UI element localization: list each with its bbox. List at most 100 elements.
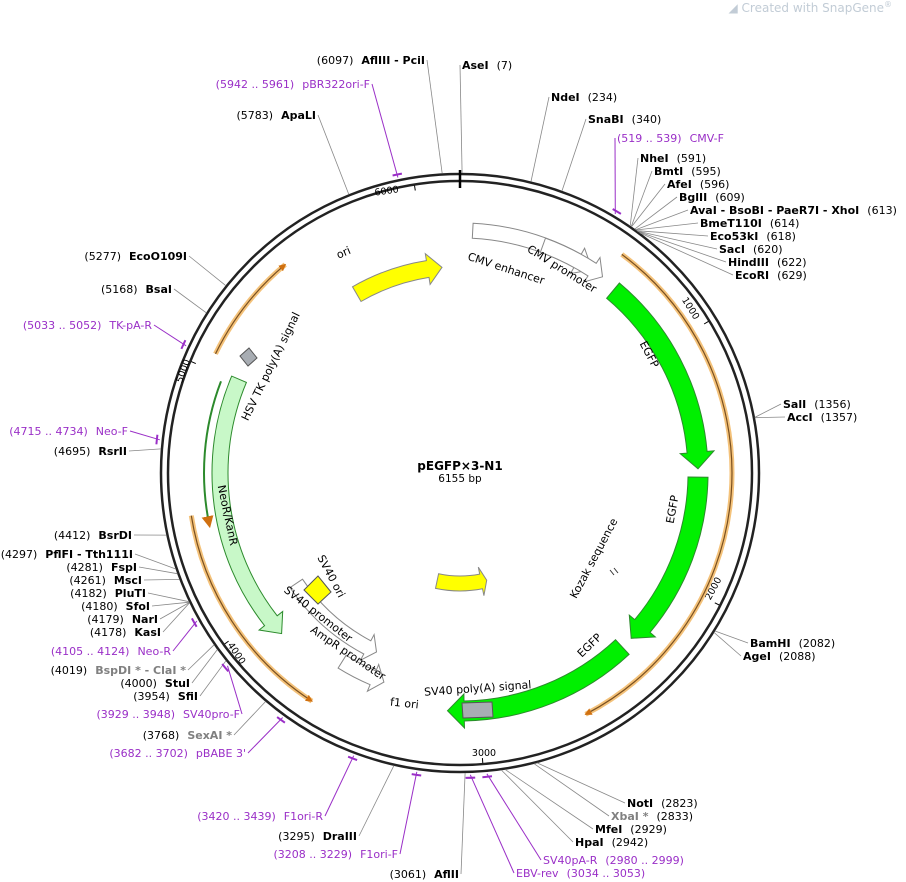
site-position: (2833) (656, 810, 693, 823)
primer-label-tk-pa-r[interactable]: (5033 .. 5052)TK-pA-R (23, 319, 153, 332)
primer-binding-mark (411, 773, 422, 777)
primer-label-pbr322ori-f[interactable]: (5942 .. 5961)pBR322ori-F (216, 78, 370, 91)
site-label-sexai-[interactable]: (3768)SexAI * (143, 729, 232, 742)
site-leader-line (530, 96, 550, 182)
site-label-fspi[interactable]: (4281)FspI (66, 561, 137, 574)
site-position: (618) (766, 230, 796, 243)
site-label-nhei[interactable]: NheI(591) (640, 152, 706, 165)
site-label-bspdi-clai-[interactable]: (4019)BspDI * - ClaI * (51, 664, 187, 677)
site-label-saci[interactable]: SacI(620) (719, 243, 783, 256)
site-label-agei[interactable]: AgeI(2088) (743, 650, 816, 663)
site-leader-line (460, 772, 466, 875)
site-name: RsrII (98, 445, 127, 458)
site-name: NheI (640, 152, 669, 165)
site-label-rsrii[interactable]: (4695) RsrII (54, 445, 127, 458)
tick-label: 3000 (472, 748, 496, 759)
plasmid-name: pEGFP×3-N1 (417, 459, 502, 473)
site-label-sfoi[interactable]: (4180)SfoI (81, 600, 150, 613)
site-label-msci[interactable]: (4261)MscI (69, 574, 142, 587)
site-label-sali[interactable]: SalI(1356) (783, 398, 851, 411)
site-label-ecoo109i[interactable]: (5277)EcoO109I (84, 250, 187, 263)
primer-label-ebv-rev[interactable]: EBV-rev(3034 .. 3053) (516, 867, 645, 880)
site-label-nari[interactable]: (4179)NarI (87, 613, 158, 626)
site-leader-line (138, 566, 178, 575)
primer-label-pbabe-3-[interactable]: (3682 .. 3702)pBABE 3' (109, 747, 246, 760)
site-name: MscI (114, 574, 142, 587)
site-leader-line (714, 630, 749, 644)
site-name: SexAI * (187, 729, 232, 742)
site-label-hpai[interactable]: HpaI(2942) (575, 836, 648, 849)
site-position: (4695) (54, 445, 91, 458)
site-label-apali[interactable]: (5783)ApaLI (237, 109, 317, 122)
site-leader-line (533, 763, 610, 817)
site-label-noti[interactable]: NotI(2823) (627, 797, 698, 810)
site-label-bsrdi[interactable]: (4412)BsrDI (54, 529, 132, 542)
feature-label: Kozak sequence (567, 516, 620, 601)
site-label-aflii[interactable]: (3061)AflII (390, 868, 459, 881)
primer-range: (3929 .. 3948) (96, 708, 175, 721)
feature-label: HSV TK poly(A) signal (239, 310, 303, 423)
site-label-snabi[interactable]: SnaBI(340) (588, 113, 661, 126)
site-label-pflfi-tth111i[interactable]: (4297) PflFI - Tth111I (1, 548, 133, 561)
site-name: StuI (165, 677, 190, 690)
site-name: BsrDI (98, 529, 132, 542)
site-name: AflIII - PciI (361, 54, 425, 67)
site-label-sfii[interactable]: (3954)SfiI (133, 690, 198, 703)
primer-leader-line (129, 430, 160, 441)
site-label-asei[interactable]: AseI(7) (462, 59, 512, 72)
site-name: PluTI (115, 587, 146, 600)
primer-label-f1ori-f[interactable]: (3208 .. 3229)F1ori-F (274, 848, 399, 861)
site-leader-line (143, 579, 180, 581)
site-label-bglii[interactable]: BglII(609) (679, 191, 745, 204)
site-label-hindiii[interactable]: HindIII(622) (728, 256, 807, 269)
site-label-bsai[interactable]: (5168)BsaI (101, 283, 172, 296)
site-position: (234) (588, 91, 618, 104)
site-leader-line (637, 230, 718, 250)
site-label-acci[interactable]: AccI(1357) (787, 411, 857, 424)
site-label-afei[interactable]: AfeI(596) (667, 178, 729, 191)
feature-label: EGFP (664, 494, 682, 525)
site-label-pluti[interactable]: (4182)PluTI (70, 587, 146, 600)
primer-range: (2980 .. 2999) (605, 854, 684, 867)
site-position: (2929) (630, 823, 667, 836)
site-label-stui[interactable]: (4000)StuI (120, 677, 190, 690)
site-position: (4297) (1, 548, 38, 561)
site-name: KasI (134, 626, 161, 639)
primer-label-f1ori-r[interactable]: (3420 .. 3439)F1ori-R (197, 810, 323, 823)
site-name: AfeI (667, 178, 692, 191)
watermark-brand: SnapGene (822, 1, 884, 15)
site-label-bmti[interactable]: BmtI(595) (654, 165, 721, 178)
site-label-afliii-pcii[interactable]: (6097)AflIII - PciI (317, 54, 425, 67)
primer-label-sv40pa-r[interactable]: SV40pA-R(2980 .. 2999) (543, 854, 684, 867)
site-label-mfei[interactable]: MfeI (2929) (595, 823, 667, 836)
site-label-draiii[interactable]: (3295)DraIII (278, 830, 357, 843)
feature-box-sv40-polya (461, 701, 494, 719)
primer-label-neo-f[interactable]: (4715 .. 4734)Neo-F (9, 425, 128, 438)
site-label-avai-bsobi-paer7i-xhoi[interactable]: AvaI - BsoBI - PaeR7I - XhoI(613) (690, 204, 897, 217)
site-label-kasi[interactable]: (4178)KasI (90, 626, 161, 639)
primer-label-sv40pro-f[interactable]: (3929 .. 3948)SV40pro-F (96, 708, 240, 721)
site-label-bmet110i[interactable]: BmeT110I(614) (700, 217, 799, 230)
site-name: SfiI (178, 690, 198, 703)
site-leader-line (147, 592, 190, 603)
site-name: MfeI (595, 823, 622, 836)
site-label-ecori[interactable]: EcoRI(629) (735, 269, 807, 282)
site-position: (1357) (821, 411, 858, 424)
site-label-ndei[interactable]: NdeI(234) (551, 91, 617, 104)
primer-label-cmv-f[interactable]: (519 .. 539)CMV-F (617, 132, 724, 145)
site-leader-line (134, 553, 176, 570)
site-leader-line (128, 448, 162, 452)
primer-binding-mark (392, 172, 403, 177)
primer-leader-line (172, 620, 198, 652)
site-leader-line (635, 209, 689, 231)
tick-mark (714, 602, 720, 606)
site-name: PflFI - Tth111I (45, 548, 133, 561)
site-label-xbai-[interactable]: XbaI *(2833) (611, 810, 693, 823)
site-leader-line (639, 232, 734, 276)
site-label-bamhi[interactable]: BamHI(2082) (750, 637, 835, 650)
primer-label-neo-r[interactable]: (4105 .. 4124)Neo-R (51, 645, 171, 658)
site-leader-line (191, 649, 218, 684)
site-label-eco53ki[interactable]: Eco53kI(618) (710, 230, 796, 243)
site-leader-line (501, 769, 574, 843)
site-name: SacI (719, 243, 745, 256)
